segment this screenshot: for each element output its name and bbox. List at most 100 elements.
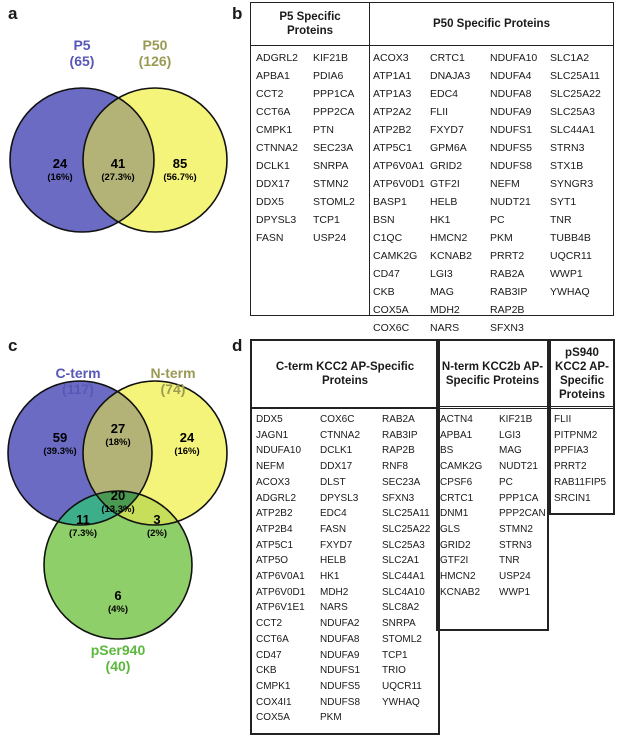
list-item: PDIA6: [313, 70, 344, 82]
list-item: STOML2: [313, 196, 355, 208]
list-item: C1QC: [373, 232, 403, 244]
list-item: ATP5C1: [256, 539, 294, 551]
venn-a-region-pct: (27.3%): [101, 172, 134, 183]
list-item: SLC25A3: [550, 106, 595, 118]
list-item: ATP6V0A1: [373, 160, 425, 172]
list-item: NDUFA10: [490, 52, 538, 64]
list-item: DNM1: [440, 508, 469, 520]
list-item: NDUFA9: [320, 649, 360, 661]
list-item: CAMK2G: [440, 461, 483, 473]
list-item: RAB3IP: [490, 286, 528, 298]
list-item: RAP2B: [382, 445, 415, 457]
list-item: ATP6V0A1: [256, 571, 305, 583]
list-item: CRTC1: [440, 492, 474, 504]
list-item: ATP1A1: [373, 70, 412, 82]
list-item: NARS: [320, 602, 348, 614]
list-item: NDUFA8: [320, 633, 360, 645]
list-item: RAP2B: [490, 304, 525, 316]
list-item: SRCIN1: [554, 492, 591, 504]
list-item: SLC4A10: [382, 586, 425, 598]
venn-c-region-value: 24: [180, 430, 195, 445]
list-item: HELB: [320, 555, 347, 567]
list-item: PRRT2: [554, 461, 587, 473]
list-item: EDC4: [320, 508, 347, 520]
panel-letter-a: a: [8, 4, 18, 23]
venn-c-region-value: 6: [114, 588, 121, 603]
list-item: NDUFS1: [490, 124, 533, 136]
list-item: NDUFS1: [320, 665, 361, 677]
list-item: ACOX3: [256, 476, 290, 488]
venn-c-region-pct: (13.3%): [101, 504, 134, 515]
list-item: HMCN2: [440, 571, 476, 583]
list-item: ATP2B2: [373, 124, 412, 136]
list-item: LGI3: [430, 268, 453, 280]
venn-a-region-value: 24: [53, 156, 68, 171]
list-item: TRIO: [382, 665, 406, 677]
list-item: APBA1: [256, 70, 290, 82]
venn-c-pser-count: (40): [106, 658, 131, 674]
list-item: GRID2: [430, 160, 463, 172]
list-item: SLC44A1: [382, 571, 425, 583]
venn-c-region-value: 27: [111, 421, 125, 436]
list-item: WWP1: [499, 586, 531, 598]
list-item: COX4I1: [256, 696, 292, 708]
venn-c-region-pct: (2%): [147, 528, 167, 539]
list-item: CTNNA2: [320, 429, 361, 441]
list-item: COX5A: [373, 304, 409, 316]
table-d-nterm-header: N-term KCC2b AP-Specific Proteins: [438, 341, 547, 409]
list-item: ATP5O: [256, 555, 289, 567]
list-item: STRN3: [499, 539, 532, 551]
list-item: STX1B: [550, 160, 584, 172]
list-item: PKM: [490, 232, 513, 244]
venn-c-region-value: 20: [111, 488, 125, 503]
list-item: GTF2I: [430, 178, 460, 190]
list-item: HK1: [430, 214, 451, 226]
venn-c-region-value: 3: [153, 512, 160, 527]
list-item: DPYSL3: [320, 492, 359, 504]
list-item: DNAJA3: [430, 70, 471, 82]
list-item: RAB2A: [382, 414, 415, 425]
list-item: ATP2B2: [256, 508, 293, 520]
list-item: COX5A: [256, 712, 290, 724]
venn-a-p5-count: (65): [70, 53, 95, 69]
list-item: ATP6V1E1: [256, 602, 305, 614]
list-item: ADGRL2: [256, 492, 297, 504]
list-item: ACOX3: [373, 52, 409, 64]
list-item: NDUFA2: [320, 618, 360, 630]
venn-c-region-pct: (7.3%): [69, 528, 97, 539]
list-item: DPYSL3: [256, 214, 297, 226]
list-item: DDX17: [320, 461, 353, 473]
list-item: UQCR11: [550, 250, 592, 262]
venn-c-nterm-count: (74): [161, 381, 186, 397]
list-item: FXYD7: [430, 124, 464, 136]
venn-diagram-c: C-term (117) N-term (74) pSer940 (40) 59…: [7, 365, 228, 674]
list-item: GPM6A: [430, 142, 467, 154]
list-item: HK1: [320, 571, 340, 583]
list-item: TCP1: [313, 214, 340, 226]
panel-letter-b: b: [232, 4, 243, 23]
list-item: YWHAQ: [550, 286, 590, 298]
list-item: SLC25A22: [550, 88, 601, 100]
list-item: WWP1: [550, 268, 583, 280]
list-item: PPP2CA: [313, 106, 355, 118]
list-item: STOML2: [382, 633, 422, 645]
list-item: NDUFA10: [256, 445, 302, 457]
venn-a-overlap: [83, 88, 154, 232]
list-item: NDUFS5: [320, 680, 361, 692]
list-item: STMN2: [313, 178, 349, 190]
table-d-pser-header: pS940 KCC2 AP-Specific Proteins: [551, 341, 613, 409]
list-item: SLC25A22: [382, 523, 431, 535]
list-item: CPSF6: [440, 476, 473, 488]
list-item: SLC44A1: [550, 124, 595, 136]
list-item: NUDT21: [499, 461, 538, 473]
list-item: UQCR11: [382, 680, 422, 692]
list-item: SEC23A: [382, 476, 421, 488]
list-item: SYNGR3: [550, 178, 594, 190]
venn-c-cterm-count: (117): [62, 381, 94, 397]
list-item: DCLK1: [256, 160, 290, 172]
list-item: FLII: [430, 106, 449, 118]
list-item: PC: [490, 214, 505, 226]
list-item: PTN: [313, 124, 334, 136]
venn-a-region-value: 85: [173, 156, 187, 171]
list-item: CD47: [256, 649, 282, 661]
